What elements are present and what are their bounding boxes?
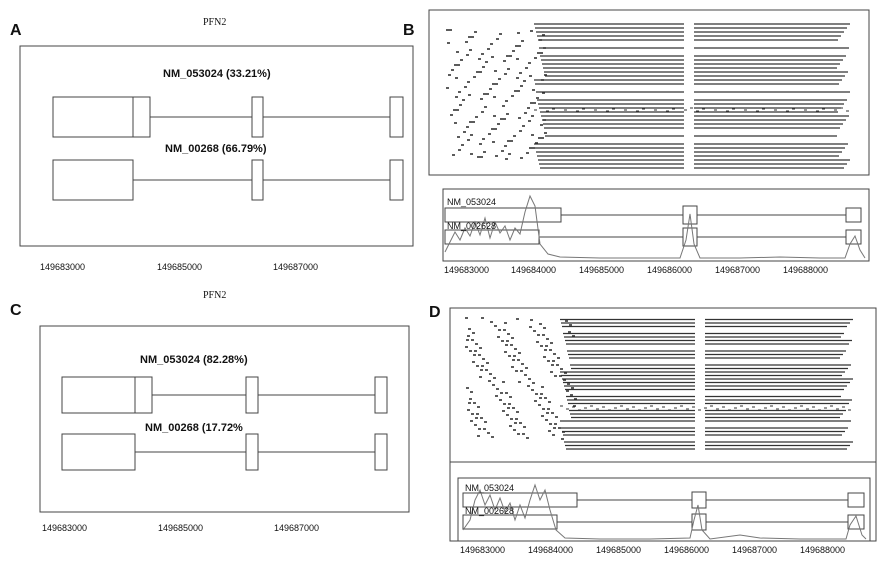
panel-a-t1-exon2 (251, 96, 264, 138)
panel-d-coverage-line (462, 483, 867, 540)
panel-d-tick-6: 149688000 (800, 545, 846, 555)
panel-a-transcript-1-label: NM_053024 (33.21%) (163, 68, 271, 80)
panel-c-gene-title: PFN2 (203, 290, 227, 301)
panel-d-t2-exon2 (691, 513, 707, 531)
panel-b-tick-5: 149687000 (715, 265, 761, 275)
panel-a-t1-exon1b (132, 96, 151, 138)
panel-a-gene-title: PFN2 (203, 17, 227, 28)
panel-d-read-lines (560, 318, 853, 450)
panel-b-tick-2: 149684000 (511, 265, 557, 275)
panel-c-t2-exon1 (61, 433, 136, 471)
panel-d-t2-exon3 (847, 514, 865, 530)
panel-c-t1-exon1 (61, 376, 136, 414)
panel-d-tick-3: 149685000 (596, 545, 642, 555)
panel-b-tick-1: 149683000 (444, 265, 490, 275)
panel-d-tick-1: 149683000 (460, 545, 506, 555)
panel-a-frame (19, 45, 414, 247)
panel-c-tick-2: 149685000 (158, 523, 204, 533)
panel-d-transcript-2-label: NM_002628 (465, 506, 515, 516)
panel-d-tick-4: 149686000 (664, 545, 710, 555)
panel-a-t1-exon3 (389, 96, 404, 138)
panel-c-letter: C (10, 302, 22, 319)
panel-b-coverage-line (444, 194, 866, 259)
panel-c-transcript-2-label: NM_00268 (17.72% (145, 422, 243, 434)
panel-d-read-scatter (465, 317, 851, 440)
panel-d-tick-5: 149687000 (732, 545, 778, 555)
panel-b-t1-exon3 (845, 207, 862, 223)
panel-b-letter: B (403, 22, 415, 39)
panel-c-tick-3: 149687000 (274, 523, 320, 533)
panel-b-transcript-2-label: NM_002628 (447, 221, 497, 231)
panel-b-tick-6: 149688000 (783, 265, 829, 275)
panel-c-t1-exon3 (374, 376, 388, 414)
panel-d-t1-exon2 (691, 491, 707, 509)
panel-b-reads-frame (428, 9, 870, 176)
panel-d-reads-frame (449, 307, 877, 463)
panel-a-letter: A (10, 22, 22, 39)
panel-b-tick-4: 149686000 (647, 265, 693, 275)
panel-c-transcript-1-label: NM_053024 (82.28%) (140, 354, 248, 366)
panel-c-tick-1: 149683000 (42, 523, 88, 533)
panel-a-t2-exon1 (52, 159, 134, 201)
panel-c-frame (39, 325, 410, 513)
panel-a-t2-exon2 (251, 159, 264, 201)
panel-b-coverage-frame (442, 188, 870, 262)
panel-d-t1-exon3 (847, 492, 865, 508)
panel-a-tick-1: 149683000 (40, 262, 86, 272)
panel-a-transcript-2-label: NM_00268 (66.79%) (165, 143, 267, 155)
panel-c-t2-exon2 (245, 433, 259, 471)
panel-c-t2-exon3 (374, 433, 388, 471)
panel-a-t2-exon3 (389, 159, 404, 201)
panel-a-t1-exon1 (52, 96, 134, 138)
panel-b-read-lines (534, 23, 850, 169)
panel-d-tick-2: 149684000 (528, 545, 574, 555)
panel-d-coverage-frame (457, 477, 871, 542)
panel-d-transcript-1-label: NM_053024 (465, 483, 515, 493)
panel-a-tick-3: 149687000 (273, 262, 319, 272)
panel-b-transcript-1-label: NM_053024 (447, 197, 497, 207)
panel-d-t2-exon1 (462, 514, 558, 530)
panel-b-t2-exon3 (845, 229, 862, 245)
panel-c-t1-exon1b (134, 376, 153, 414)
panel-b-read-scatter (446, 29, 849, 160)
panel-d-letter: D (429, 304, 441, 321)
panel-b-tick-3: 149685000 (579, 265, 625, 275)
panel-a-tick-2: 149685000 (157, 262, 203, 272)
panel-c-t1-exon2 (245, 376, 259, 414)
